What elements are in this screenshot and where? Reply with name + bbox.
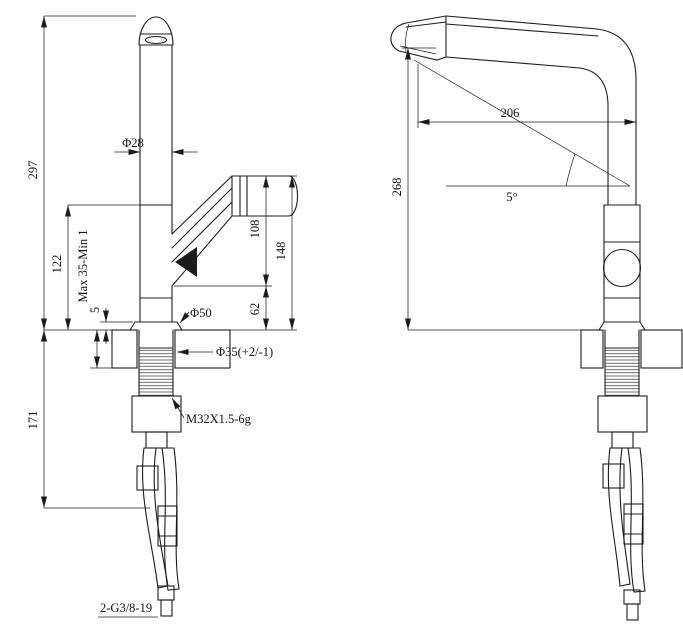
dim-171-label: 171	[26, 411, 40, 430]
dim-dia50-label: Φ50	[190, 306, 212, 320]
dim-108-label: 108	[248, 220, 262, 239]
front-view: 297 171 122 Max 35-Min 1 5 Φ28 Φ50 Φ35(	[26, 15, 299, 618]
dim-206-label: 206	[501, 106, 520, 120]
mounting-nut-side	[597, 395, 648, 433]
dim-dia28-label: Φ28	[122, 136, 144, 150]
lever-joint-mark	[175, 247, 197, 277]
dim-shank-thread-label: M32X1.5-6g	[186, 412, 252, 426]
shank-thread-hatch	[139, 348, 173, 396]
spout-body-front	[139, 44, 173, 323]
hose-end-thread	[160, 599, 173, 617]
side-view: 206 268 5°	[390, 15, 683, 621]
dim-dia35-label: Φ35(+2/-1)	[216, 345, 273, 359]
front-dimensions: 297 171 122 Max 35-Min 1 5 Φ28 Φ50 Φ35(	[26, 15, 297, 618]
spray-head-side	[390, 15, 447, 61]
supply-hoses-side	[602, 447, 646, 621]
handle-lever-front	[171, 175, 299, 287]
mounting-hardware-front	[131, 329, 182, 449]
dim-268-label: 268	[390, 178, 404, 197]
base-flange-front	[129, 321, 183, 331]
dim-62-label: 62	[248, 303, 262, 316]
dim-148-label: 148	[274, 242, 288, 261]
hose-connector	[157, 505, 178, 547]
pivot-joint	[602, 248, 642, 288]
dim-clamp-range-label: Max 35-Min 1	[76, 230, 90, 303]
faucet-body-side	[598, 204, 646, 331]
spout-arm-side	[445, 15, 637, 206]
side-dimensions: 206 268 5°	[390, 47, 636, 331]
dim-297-label: 297	[26, 161, 40, 180]
dim-hose-connection-label: 2-G3/8-19	[100, 601, 152, 615]
dim-angle-label: 5°	[506, 190, 517, 204]
mounting-hardware-side	[597, 329, 648, 449]
hose-fitting	[136, 465, 159, 491]
dim-5-label: 5	[88, 307, 102, 313]
dim-122-label: 122	[50, 255, 64, 274]
countertop-section-side	[580, 329, 683, 369]
spout-head-front	[138, 16, 174, 46]
supply-hoses-front	[136, 447, 180, 617]
countertop-section-front	[111, 329, 231, 369]
